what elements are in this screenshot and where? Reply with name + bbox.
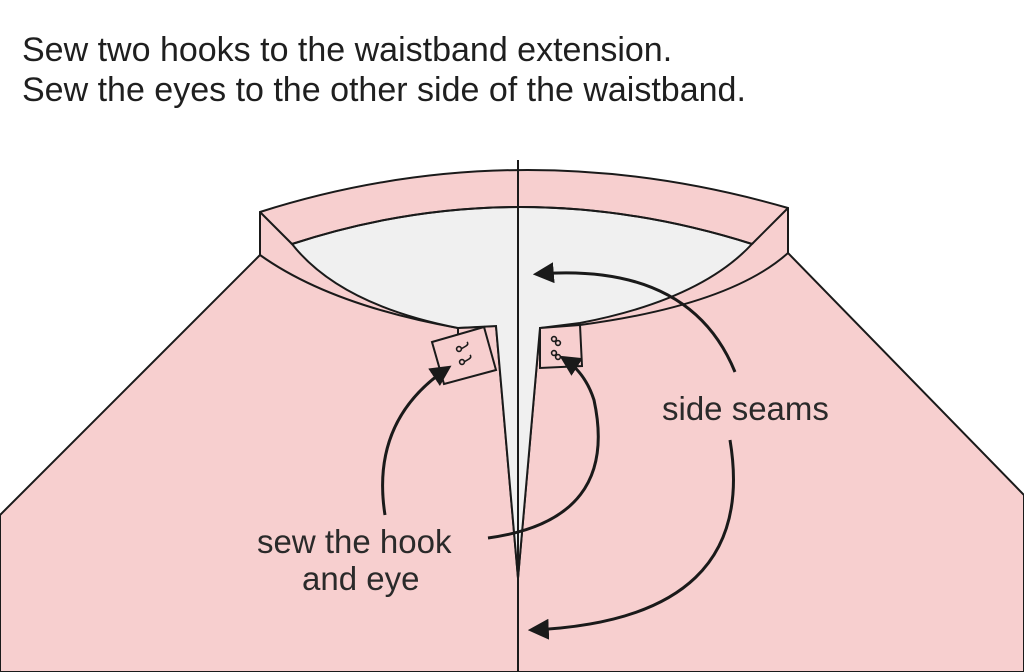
instructions: Sew two hooks to the waistband extension… <box>22 30 746 110</box>
right-band-end <box>539 323 584 370</box>
hook-icon <box>455 341 472 366</box>
waistband-top-edge <box>291 206 753 245</box>
arrow-to-hooks <box>381 365 452 516</box>
instruction-line-1: Sew two hooks to the waistband extension… <box>22 31 673 69</box>
instruction-line-2: Sew the eyes to the other side of the wa… <box>22 71 746 109</box>
hook-eye-label-line2: and eye <box>302 560 419 597</box>
side-seams-label: side seams <box>662 390 829 427</box>
arrow-side-seam-upper <box>532 262 737 373</box>
hook-eye-label-line1: sew the hook <box>257 523 452 560</box>
arrow-to-eyes <box>487 355 600 540</box>
arrow-side-seam-lower <box>527 439 735 640</box>
